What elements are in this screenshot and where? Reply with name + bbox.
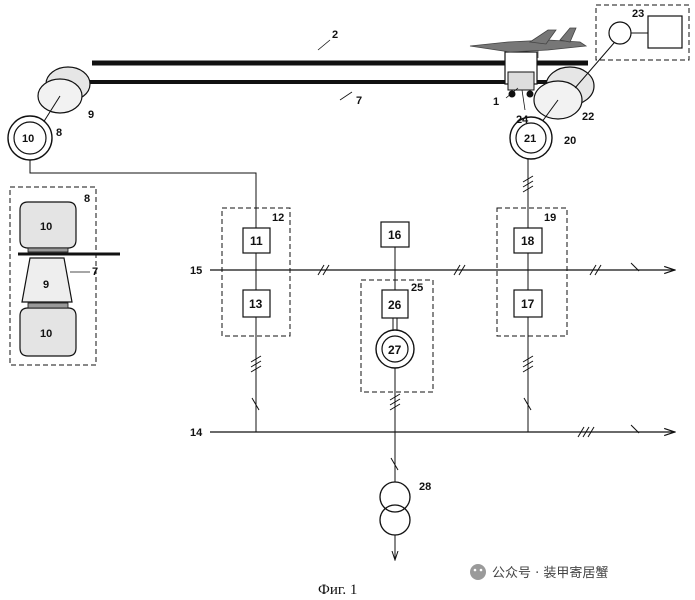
drum-9	[35, 66, 91, 135]
group-12	[221, 207, 291, 432]
label-9: 9	[88, 109, 94, 121]
aircraft-icon	[469, 27, 588, 58]
label-detail-7: 7	[92, 266, 98, 278]
motor-21	[509, 116, 553, 160]
motor-10-bottom	[19, 307, 77, 357]
label-block-16: 16	[388, 228, 402, 242]
label-bus-15: 15	[190, 265, 202, 277]
label-group-12: 12	[272, 212, 284, 224]
wechat-icon	[470, 564, 486, 580]
leader-lines	[70, 39, 526, 273]
carriage-24	[504, 51, 538, 98]
label-21: 21	[524, 133, 536, 145]
label-detail-10a: 10	[40, 221, 52, 233]
block-26	[381, 289, 409, 319]
label-2: 2	[332, 29, 338, 41]
flywheel-icon	[608, 21, 632, 45]
label-detail-9: 9	[43, 279, 49, 291]
label-transformer-28: 28	[419, 481, 431, 493]
label-group-25: 25	[411, 282, 423, 294]
motor-10	[7, 115, 53, 161]
label-1: 1	[493, 96, 499, 108]
watermark: 公众号 · 装甲寄居蟹	[470, 564, 608, 581]
group-23-frame	[595, 4, 690, 61]
label-detail-10b: 10	[40, 328, 52, 340]
motor-10-top	[19, 201, 77, 249]
wire-10-11	[29, 160, 257, 228]
label-23: 23	[632, 8, 644, 20]
labels: 2 7 1 24 23 9 8 10 21 20 22 8 10 7 9 10 …	[22, 8, 644, 598]
group-25-frame	[360, 279, 434, 393]
detail-frame-8	[9, 186, 120, 366]
label-block-18: 18	[521, 234, 535, 248]
label-block-11: 11	[250, 234, 263, 248]
label-24: 24	[516, 114, 529, 126]
buses	[210, 262, 675, 438]
label-group-19: 19	[544, 212, 556, 224]
label-20: 20	[564, 135, 576, 147]
label-bus-14: 14	[190, 427, 203, 439]
label-detail-8: 8	[84, 193, 90, 205]
transformer-28	[379, 481, 411, 536]
top-assembly	[7, 4, 690, 228]
label-block-17: 17	[521, 297, 535, 311]
box-23	[647, 15, 683, 49]
figure-caption: Фиг. 1	[318, 582, 357, 598]
label-motor-27: 27	[388, 343, 402, 357]
label-block-26: 26	[388, 298, 402, 312]
group-19	[496, 159, 568, 432]
watermark-text: 公众号 · 装甲寄居蟹	[492, 565, 608, 581]
label-8: 8	[56, 127, 62, 139]
label-7: 7	[356, 95, 362, 107]
drum-9-detail	[21, 257, 73, 303]
label-22: 22	[582, 111, 594, 123]
label-10: 10	[22, 133, 34, 145]
center-group	[360, 221, 434, 560]
label-block-13: 13	[249, 297, 263, 311]
